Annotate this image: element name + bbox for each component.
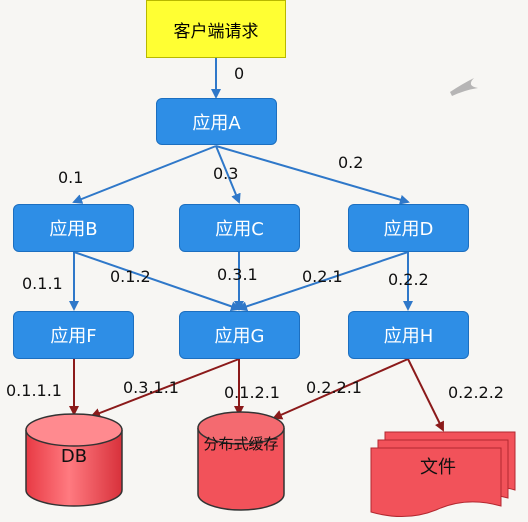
db-label: DB xyxy=(60,445,88,467)
cache-label: 分布式缓存 xyxy=(203,434,279,453)
edge-label-0: 0 xyxy=(234,64,245,83)
app-f-node: 应用F xyxy=(13,311,134,359)
edge-a-b xyxy=(72,145,217,204)
file-documents-icon xyxy=(370,431,516,518)
edge-label-0-2-2-1: 0.2.2.1 xyxy=(306,378,362,397)
edge-label-0-1: 0.1 xyxy=(58,168,84,187)
cache-cylinder xyxy=(197,411,285,511)
edge-label-0-1-1-1: 0.1.1.1 xyxy=(6,381,62,400)
edge-label-0-3-1-1: 0.3.1.1 xyxy=(123,378,179,397)
edge-label-0-1-2: 0.1.2 xyxy=(110,267,151,286)
edge-label-0-2-2-2: 0.2.2.2 xyxy=(448,383,504,402)
edge-label-0-2-1: 0.2.1 xyxy=(302,267,343,286)
edge-label-0-3: 0.3 xyxy=(213,164,239,183)
edge-label-0-2-2: 0.2.2 xyxy=(388,270,429,289)
app-a-node: 应用A xyxy=(156,98,277,145)
edge-label-0-2: 0.2 xyxy=(338,153,364,172)
file-label: 文件 xyxy=(420,457,456,478)
edge-label-0-1-2-1: 0.1.2.1 xyxy=(224,383,280,402)
app-d-node: 应用D xyxy=(348,204,469,252)
app-g-node: 应用G xyxy=(179,311,300,359)
app-h-node: 应用H xyxy=(348,311,469,359)
app-b-node: 应用B xyxy=(13,204,134,252)
edge-a-c xyxy=(215,145,241,204)
edge-label-0-1-1: 0.1.1 xyxy=(22,274,63,293)
edge-d-g xyxy=(237,251,409,312)
db-cylinder xyxy=(25,413,123,507)
edge-label-0-3-1: 0.3.1 xyxy=(217,265,258,284)
client-request-node: 客户端请求 xyxy=(146,0,286,58)
bird-decoration-icon xyxy=(450,78,478,96)
edge-g-db xyxy=(90,358,240,418)
edge-b-g xyxy=(73,251,241,312)
app-c-node: 应用C xyxy=(179,204,300,252)
edge-h-file xyxy=(407,358,444,432)
edge-a-d xyxy=(215,145,410,205)
edge-h-cache xyxy=(272,358,409,420)
